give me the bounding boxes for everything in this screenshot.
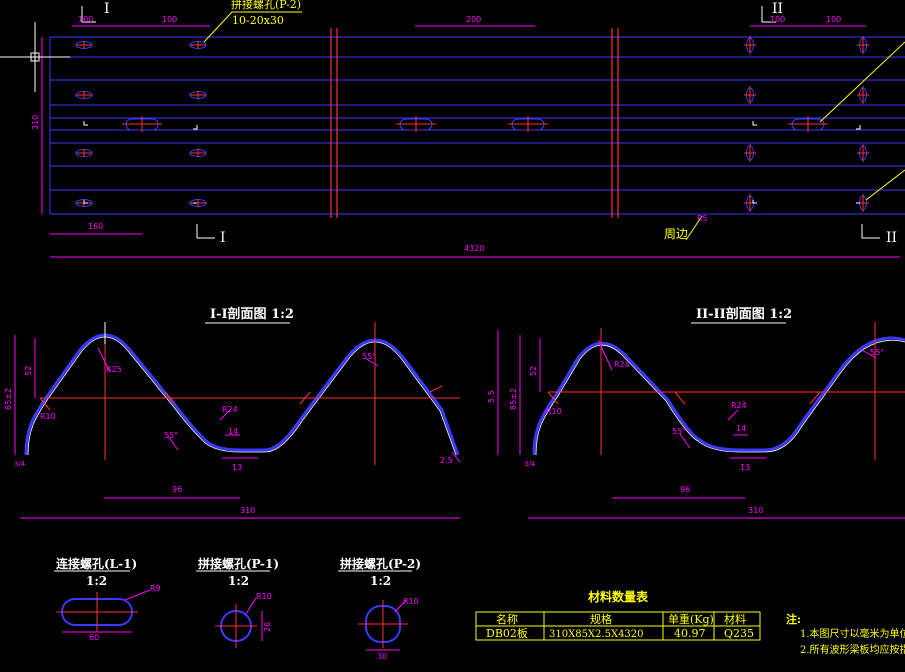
section-i-centerlines (39, 322, 460, 465)
section-ii-centerlines (547, 322, 905, 460)
section-i-profile-inner (27, 336, 457, 456)
table-header-spec: 规格 (590, 612, 612, 626)
detail-p1-w: 26 (263, 622, 272, 632)
detail-p2-scale: 1:2 (370, 574, 391, 588)
detail-l1-scale: 1:2 (86, 574, 107, 588)
detail-l1-title: 连接螺孔(L-1) (56, 556, 137, 571)
section-ii-view: II-II剖面图 1:2 5.5 85±2 52 R24 R10 (487, 306, 905, 519)
section-ii-52: 52 (529, 366, 538, 376)
section-i-52: 52 (24, 366, 33, 376)
section-ii-dims (497, 330, 905, 519)
plan-view: I I II II 100 100 200 100 100 310 160 43… (0, 0, 905, 258)
section-ii-profile (532, 336, 905, 456)
dim-100-c: 100 (770, 15, 785, 24)
leader-lines (203, 11, 905, 241)
section-i-13: 13 (232, 463, 242, 472)
section-i-r25: R25 (106, 365, 122, 374)
table-cell-spec: 310X85X2.5X4320 (549, 629, 644, 640)
section-ii-r10: R10 (546, 407, 562, 416)
section-i-96: 96 (172, 485, 182, 494)
dim-310-vertical: 310 (31, 115, 40, 130)
detail-p1-title: 拼接螺孔(P-1) (198, 556, 279, 571)
section-ii-96: 96 (680, 485, 690, 494)
notes-label: 注: (786, 612, 801, 626)
detail-p1-r: R10 (256, 592, 272, 601)
section-ii-height: 85±2 (509, 388, 518, 410)
section-ii-label-top: II (772, 1, 783, 17)
note-2: 2.所有波形梁板均应按指定 (800, 643, 905, 656)
material-table: 材料数量表 名称 规格 单重(Kg) 材料 DB02板 310X85X2.5X4… (475, 589, 761, 641)
section-ii-label-bottom: II (886, 230, 897, 246)
bolt-holes (75, 37, 867, 211)
section-i-title: I-I剖面图 1:2 (210, 306, 294, 322)
table-header-material: 材料 (724, 612, 746, 626)
hole-detail-p1: 拼接螺孔(P-1) 1:2 R10 26 (196, 556, 279, 648)
dim-200: 200 (466, 15, 481, 24)
hole-centers (76, 36, 869, 212)
section-ii-a55-top: 55° (870, 348, 884, 357)
detail-p1-scale: 1:2 (228, 574, 249, 588)
detail-l1-r: R9 (150, 584, 161, 593)
detail-p2-w: 30 (377, 652, 387, 661)
section-i-thickness: 3/4 (14, 460, 26, 468)
table-title: 材料数量表 (587, 589, 649, 604)
dim-100-d: 100 (826, 15, 841, 24)
section-i-dims (14, 335, 461, 519)
section-i-profile (24, 333, 460, 456)
section-ii-r24b: R24 (731, 401, 747, 410)
edge-radius: R5 (697, 214, 708, 223)
section-ii-thickness: 3/4 (524, 460, 536, 468)
section-ii-title: II-II剖面图 1:2 (696, 306, 792, 322)
section-i-2-5: 2.5 (440, 456, 453, 465)
note-1: 1.本图尺寸以毫米为单位; (800, 627, 905, 640)
section-i-310: 310 (240, 506, 255, 515)
dim-100-b: 100 (162, 15, 177, 24)
notes: 注: 1.本图尺寸以毫米为单位; 2.所有波形梁板均应按指定 (786, 612, 905, 656)
section-i-a55-top: 55° (362, 352, 376, 361)
hole-callout-spec: 10-20x30 (232, 14, 284, 27)
section-ii-310: 310 (748, 506, 763, 515)
section-brackets (83, 121, 861, 204)
crosshair-cursor-icon[interactable] (0, 22, 70, 92)
hole-callout-label: 拼接螺孔(P-2) (231, 0, 301, 11)
hole-detail-l1: 连接螺孔(L-1) 1:2 R9 60 (54, 556, 161, 642)
table-header-weight: 单重(Kg) (668, 612, 714, 626)
section-i-a55-bot: 55° (164, 431, 178, 440)
table-cell-weight: 40.97 (674, 627, 706, 640)
section-i-14: 14 (228, 427, 238, 436)
table-header-name: 名称 (496, 612, 518, 626)
section-i-r10: R10 (40, 412, 56, 421)
beam-lines (49, 36, 905, 215)
section-ii-r24a: R24 (614, 360, 630, 369)
dimension-lines (41, 25, 900, 258)
detail-p2-r: R10 (403, 597, 419, 606)
hole-row-slots (125, 118, 825, 131)
detail-l1-w: 60 (89, 633, 99, 642)
section-ii-13: 13 (740, 463, 750, 472)
joint-lines (330, 28, 619, 218)
section-i-label-top: I (104, 1, 110, 17)
section-ii-a55-bot: 55° (672, 427, 686, 436)
section-i-r24: R24 (222, 405, 238, 414)
section-i-view: I-I剖面图 1:2 85±2 52 R25 R10 R24 55° (4, 306, 461, 519)
table-cell-material: Q235 (724, 627, 754, 640)
hole-detail-p2: 拼接螺孔(P-2) 1:2 R10 30 (338, 556, 421, 661)
section-ii-14: 14 (736, 424, 746, 433)
dim-160: 160 (88, 222, 103, 231)
dim-100-a: 100 (78, 15, 93, 24)
section-i-label-bottom: I (220, 230, 226, 246)
section-i-height: 85±2 (4, 388, 13, 410)
table-cell-name: DB02板 (486, 626, 528, 640)
detail-p2-title: 拼接螺孔(P-2) (340, 556, 421, 571)
edge-label: 周边 (664, 227, 688, 241)
section-cut-markers (81, 6, 880, 239)
section-ii-small: 5.5 (487, 390, 496, 403)
dim-4320: 4320 (464, 244, 484, 253)
